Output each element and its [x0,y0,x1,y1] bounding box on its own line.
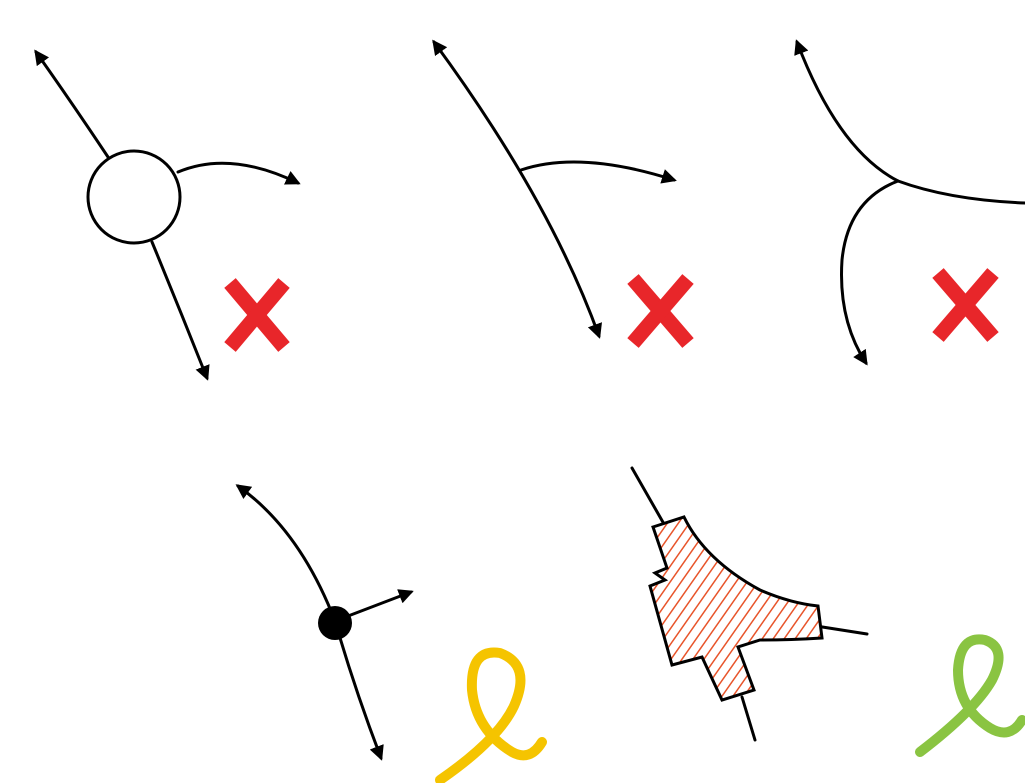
stub-upper-left-line [632,468,664,524]
hatched-polygon-junction-panel [632,468,1022,752]
branch-down-arrow [335,621,381,758]
open-circle-node [88,151,180,243]
x-mark-icon [633,279,688,343]
side-branch-arrow [521,162,674,180]
branch-up-arrow [238,486,335,621]
branch-up-arrow [36,52,108,157]
stub-right-line [816,626,867,634]
t-junction-panel [434,42,688,343]
branch-right-arrow [178,163,298,183]
x-mark-icon [230,283,284,347]
branch-down-arrow [152,242,207,378]
loop-check-icon [440,652,542,780]
hatched-junction-polygon [650,517,822,700]
main-line-arrow [434,42,599,336]
x-mark-icon [938,273,993,337]
stub-bottom-line [742,697,755,740]
open-circle-junction-panel [36,52,298,378]
branch-upper-left-arrow [797,42,898,181]
filled-dot-node [318,606,352,640]
filled-dot-junction-panel [238,486,542,780]
branch-down-arrow [842,181,899,363]
loop-check-icon [920,639,1022,752]
branch-right-line [898,181,1025,203]
curved-split-junction-panel [797,42,1025,363]
